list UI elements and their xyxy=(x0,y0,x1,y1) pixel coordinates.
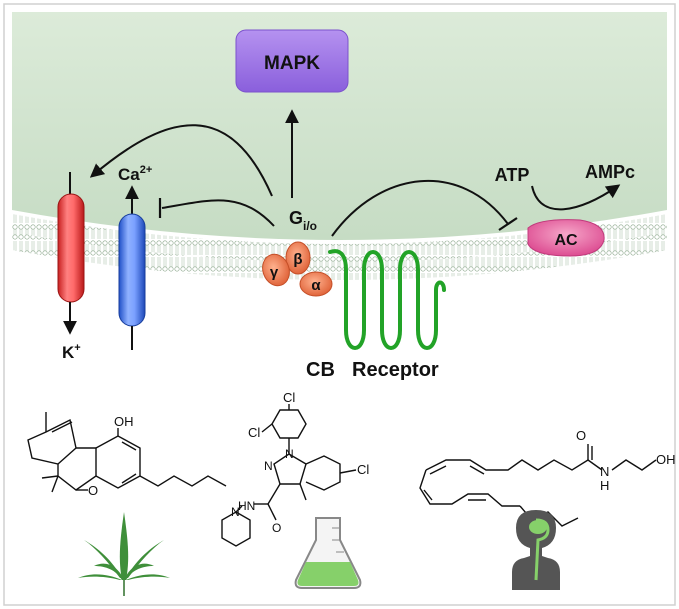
rimonabant-cl-left: Cl xyxy=(248,425,260,440)
mapk-box: MAPK xyxy=(235,29,349,93)
g-protein: β γ α xyxy=(262,241,333,297)
ampc-label: AMPc xyxy=(585,162,635,182)
k-label: K+ xyxy=(62,342,81,362)
thc-oh-label: OH xyxy=(114,414,134,429)
anandamide-o: O xyxy=(576,428,586,443)
ac-enzyme: AC xyxy=(527,219,605,257)
receptor-cb-label: CB xyxy=(306,359,335,381)
flask-icon xyxy=(294,517,362,589)
atp-to-ampc-arrow xyxy=(531,184,621,211)
g-gamma-subunit xyxy=(262,253,290,287)
k-activation-arrow xyxy=(89,124,273,197)
ac-inhibition-line xyxy=(331,179,518,237)
beta-label: β xyxy=(293,251,302,268)
cell-interior xyxy=(12,12,667,240)
anandamide-n: N xyxy=(600,464,609,479)
cb-receptor xyxy=(328,249,446,350)
rimonabant-hn: HN xyxy=(238,499,255,513)
rimonabant-cl-top: Cl xyxy=(283,390,295,405)
human-brain-icon xyxy=(512,510,560,590)
alpha-label: α xyxy=(311,277,321,294)
anandamide-oh: OH xyxy=(656,452,676,467)
g-protein-label: Gi/o xyxy=(289,208,317,233)
receptor-label: Receptor xyxy=(352,359,439,381)
k-channel: K+ xyxy=(57,172,85,362)
mapk-label: MAPK xyxy=(264,53,320,74)
cell-membrane xyxy=(12,214,667,280)
ac-label: AC xyxy=(554,232,578,249)
g-beta-subunit xyxy=(285,241,311,275)
rimonabant-pip-n: N xyxy=(231,505,240,519)
gamma-label: γ xyxy=(270,264,279,281)
atp-label: ATP xyxy=(495,165,530,185)
rimonabant-o: O xyxy=(272,521,281,535)
cannabis-leaf-icon xyxy=(78,512,170,596)
ca-channel: Ca2+ xyxy=(118,164,152,350)
ca-label: Ca2+ xyxy=(118,164,152,184)
rimonabant-cl-right: Cl xyxy=(357,462,369,477)
rimonabant-n2: N xyxy=(264,459,273,473)
thc-structure xyxy=(27,412,227,493)
ca-inhibition-line xyxy=(158,198,275,227)
anandamide-h: H xyxy=(600,478,609,493)
rimonabant-n1: N xyxy=(285,447,294,461)
g-alpha-subunit xyxy=(299,271,333,297)
rimonabant-structure xyxy=(221,404,357,547)
thc-o-label: O xyxy=(88,483,98,498)
